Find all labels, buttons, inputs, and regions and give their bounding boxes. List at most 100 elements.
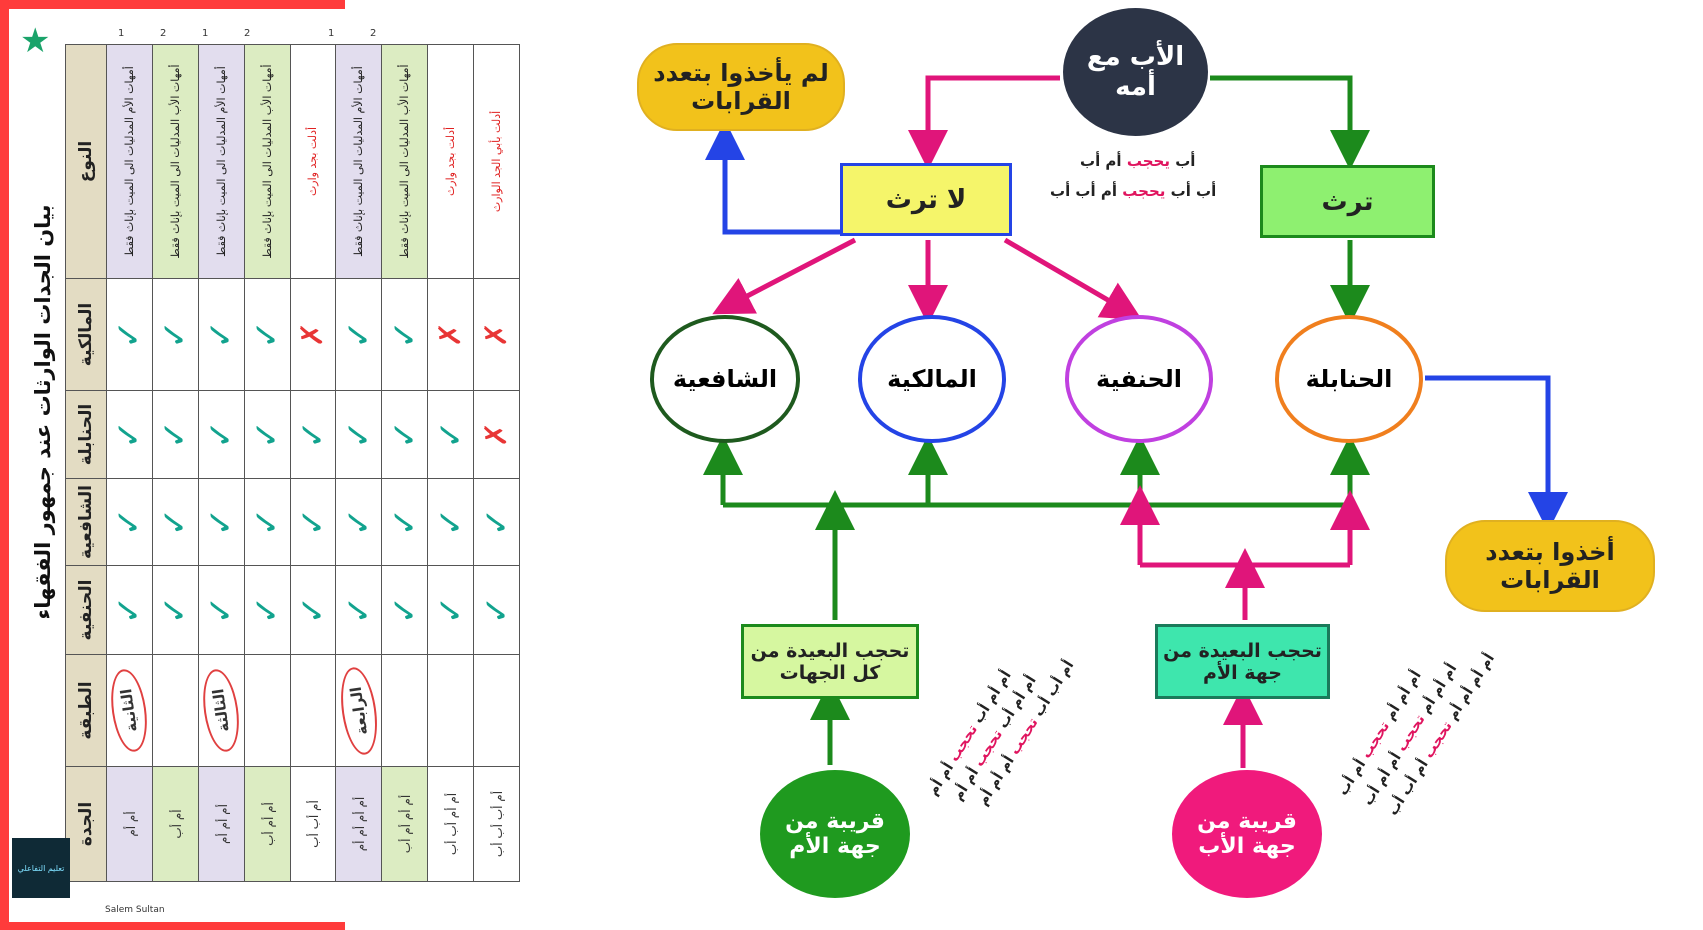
table-row: أم أم أم أب✓✓✓✓أمهات الأب المدليات الى ا…: [381, 44, 428, 882]
grandma-cell: أم أم أم أب: [381, 766, 428, 882]
grandma-label: أم أم أب: [261, 802, 276, 846]
check-icon: ✓: [247, 420, 288, 449]
no-multiple-box: لم يأخذوا بتعدد القرابات: [637, 43, 845, 131]
table-row: أم أم أب ✓ ✓ ✓ ✓ أمهات الأب المدليات الى المي…: [244, 44, 290, 882]
grandma-label: أم أم: [123, 811, 138, 837]
table-row: أم أم أم أم الرابعة ✓ ✓ ✓ ✓ أمهات الأم المدليا…: [335, 44, 382, 882]
hanbali-mark-cell: ✓: [290, 390, 336, 479]
block-far-all-box: تحجب البعيدة من كل الجهات: [741, 624, 919, 699]
check-icon: ✓: [247, 507, 288, 537]
check-icon: ✓: [338, 420, 379, 449]
arrow-to-no-multiple: [705, 120, 840, 235]
check-icon: ✓: [384, 420, 425, 449]
check-icon: ✓: [109, 320, 150, 349]
check-icon: ✓: [476, 595, 517, 625]
shafii-mark-cell: ✓: [473, 478, 520, 566]
check-icon: ✓: [430, 595, 471, 625]
check-icon: ✓: [384, 595, 425, 625]
type-label: أمهات الأب المدليات الى الميت بإناث فقط: [168, 64, 182, 259]
check-icon: ✓: [201, 420, 242, 449]
col-number: 1: [118, 28, 125, 39]
hanbali-mark-cell: ✓: [335, 390, 382, 479]
check-icon: ✓: [155, 595, 196, 625]
inherit-box: ترث: [1260, 165, 1435, 238]
star-icon: ★: [20, 21, 51, 61]
table-row: أم أب✓✓✓✓أمهات الأب المدليات الى الميت ب…: [152, 44, 199, 882]
col-number: 2: [160, 28, 167, 39]
maliki-mark-cell: ✓: [198, 278, 245, 391]
red-frame-left: [0, 0, 9, 930]
check-icon: ✓: [201, 507, 242, 537]
near-mother-node: قريبة من جهة الأم: [760, 770, 910, 898]
header-cell: الجدة: [65, 766, 107, 882]
type-cell: أمهات الأم المدليات الى الميت بإناث فقط: [106, 44, 153, 279]
red-frame-bottom: [0, 922, 345, 930]
grandma-label: أم أم أم: [215, 804, 230, 844]
maliki-mark-cell: ✗: [290, 278, 336, 391]
hanbali-mark-cell: ✓: [381, 390, 428, 479]
maliki-mark-cell: ✓: [106, 278, 153, 391]
type-label: أدلت بأبي الجد الوارث: [490, 110, 503, 213]
shafii-mark-cell: ✓: [335, 478, 382, 566]
arrow-to-hanafi: [1003, 237, 1143, 321]
grandma-label: أم أم أم أم: [353, 796, 368, 852]
tier-cell: [381, 654, 428, 767]
tier-cell: [290, 654, 336, 767]
hanafi-mark-cell: ✓: [473, 565, 520, 655]
header-cell: الحنفية: [65, 565, 107, 655]
shafii-mark-cell: ✓: [290, 478, 336, 566]
check-icon: ✓: [109, 507, 150, 537]
grandma-label: أم أب: [169, 809, 184, 839]
grandma-label: أم أم أم أب: [399, 794, 414, 854]
arrow-to-not-inherit: [908, 75, 1060, 170]
hanafi-mark-cell: ✓: [335, 565, 382, 655]
not-inherit-box: لا ترث: [840, 163, 1012, 236]
type-cell: أمهات الأم المدليات الى الميت بإناث فقط: [335, 44, 382, 279]
red-frame-top: [0, 0, 345, 9]
type-label: أمهات الأم المدليات الى الميت بإناث فقط: [122, 66, 136, 257]
check-icon: ✓: [338, 320, 379, 349]
header-cell: الشافعية: [65, 478, 107, 566]
type-cell: أمهات الأب المدليات الى الميت بإناث فقط: [244, 44, 290, 279]
check-icon: ✓: [292, 595, 333, 625]
type-cell: أدلت بجد وارث: [290, 44, 336, 279]
check-icon: ✓: [247, 320, 288, 349]
tier-cell: [152, 654, 199, 767]
hanafi-mark-cell: ✓: [244, 565, 290, 655]
tier-cell: الرابعة: [335, 654, 382, 767]
maliki-mark-cell: ✓: [335, 278, 382, 391]
col-number: 1: [202, 28, 209, 39]
hanbali-mark-cell: ✓: [106, 390, 153, 479]
header-cell: الحنابلة: [65, 390, 107, 479]
hanbali-mark-cell: ✓: [244, 390, 290, 479]
shafii-mark-cell: ✓: [152, 478, 199, 566]
tier-cell: الثانية: [106, 654, 153, 767]
check-icon: ✓: [109, 420, 150, 449]
grandma-cell: أم أم أم أم: [335, 766, 382, 882]
check-icon: ✓: [430, 507, 471, 537]
tier-label: الثانية: [106, 666, 153, 755]
check-icon: ✓: [247, 595, 288, 625]
near-father-node: قريبة من جهة الأب: [1172, 770, 1322, 898]
hanbali-mark-cell: ✓: [152, 390, 199, 479]
shafii-mark-cell: ✓: [381, 478, 428, 566]
check-icon: ✓: [155, 420, 196, 449]
grandma-cell: أم أب: [152, 766, 199, 882]
header-cell: الطبقة: [65, 654, 107, 767]
cross-icon: ✗: [479, 421, 514, 448]
check-icon: ✓: [338, 595, 379, 625]
took-multiple-box: أخذوا بتعدد القرابات: [1445, 520, 1655, 612]
type-label: أمهات الأم المدليات الى الميت بإناث فقط: [352, 66, 366, 257]
type-label: أدلت بجد وارث: [444, 126, 458, 197]
tier-cell: [427, 654, 474, 767]
check-icon: ✓: [384, 320, 425, 349]
arrow-to-inherit: [1210, 75, 1370, 170]
shafii-mark-cell: ✓: [244, 478, 290, 566]
grandma-cell: أم أم: [106, 766, 153, 882]
hanbali-mark-cell: ✓: [427, 390, 474, 479]
